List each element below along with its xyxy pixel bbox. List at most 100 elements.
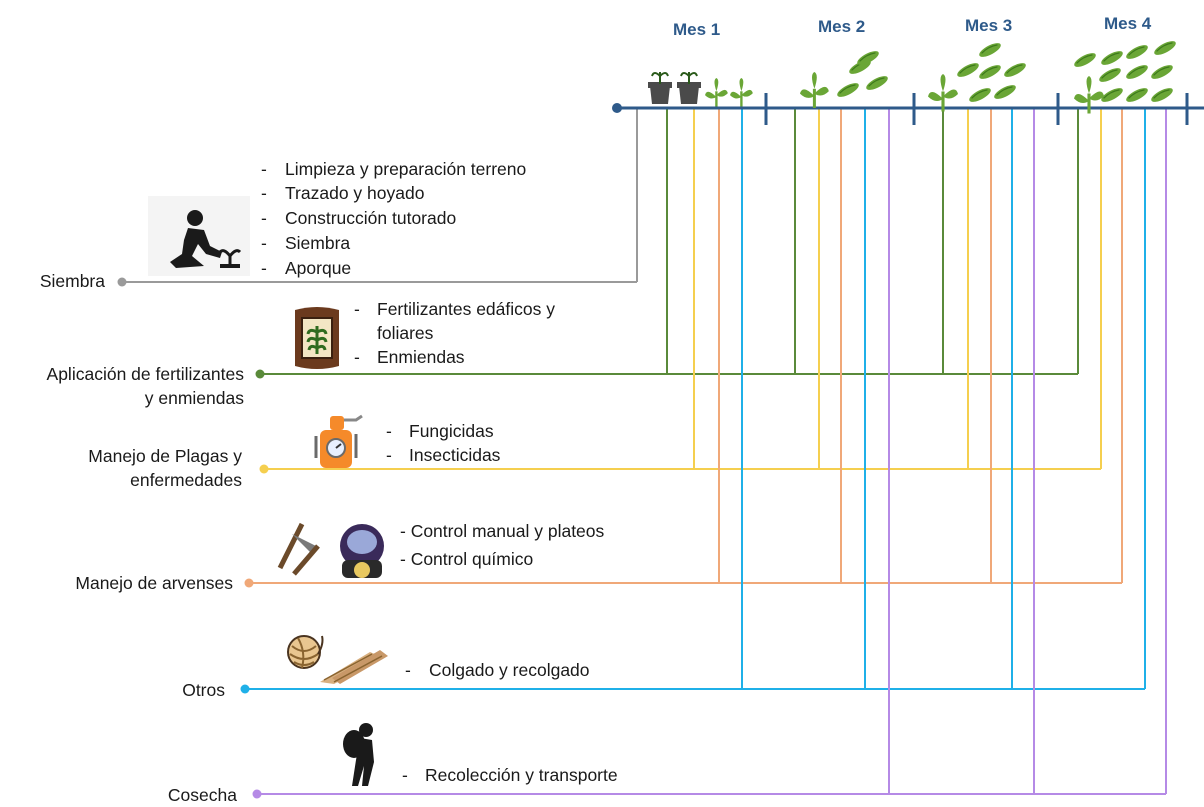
- pod-shape: [1151, 65, 1173, 79]
- pod-line: [1103, 89, 1120, 99]
- task-bullet: -: [354, 347, 360, 367]
- pot-body: [650, 86, 670, 104]
- activity-connectors: [117, 108, 1167, 799]
- pod-line: [859, 52, 876, 62]
- task-item: Aporque: [285, 258, 352, 278]
- pot-body: [679, 86, 699, 104]
- bean-pod-icon: [1004, 63, 1026, 77]
- pod-shape: [1004, 63, 1026, 77]
- pot-rim: [677, 82, 701, 88]
- category-dot: [252, 789, 262, 799]
- pod-line: [1153, 66, 1170, 76]
- sprout-icon: [1074, 76, 1104, 114]
- bean-pod-icon: [979, 43, 1001, 57]
- task-bullet: -: [261, 208, 267, 228]
- pod-shape: [1126, 88, 1148, 102]
- kneeling-planter-icon: [148, 196, 250, 276]
- pot-sprout: [651, 72, 669, 84]
- pod-line: [839, 84, 856, 94]
- pod-line: [1156, 42, 1173, 52]
- month-label: Mes 1: [673, 20, 721, 39]
- task-bullet: -: [261, 233, 267, 253]
- pod-line: [959, 64, 976, 74]
- task-item: Limpieza y preparación terreno: [285, 159, 527, 179]
- task-item: - Control manual y plateos: [400, 521, 605, 541]
- pod-shape: [1154, 41, 1176, 55]
- sprout-leaf: [741, 89, 753, 97]
- task-bullet: -: [405, 660, 411, 680]
- sprout-leaf: [705, 91, 717, 99]
- pod-shape: [1074, 53, 1096, 67]
- category-label-plagas-line2: enfermedades: [130, 470, 242, 490]
- harvester-with-sack-icon: [343, 723, 374, 786]
- sprout-icon: [730, 78, 753, 107]
- month-label: Mes 3: [965, 16, 1013, 35]
- task-bullet: -: [386, 445, 392, 465]
- sprout-leaf: [1086, 76, 1092, 94]
- sprout-leaf: [739, 78, 744, 92]
- pod-line: [1128, 46, 1145, 56]
- sprout-leaf: [714, 78, 719, 92]
- seedling-in-pot-icon: [677, 72, 701, 104]
- pod-line: [971, 89, 988, 99]
- pod-line: [1128, 89, 1145, 99]
- category-dot: [240, 684, 250, 694]
- pod-shape: [1101, 51, 1123, 65]
- pod-shape: [979, 65, 1001, 79]
- timeline-axis: [612, 93, 1204, 125]
- month-label: Mes 2: [818, 17, 866, 36]
- pod-shape: [1126, 45, 1148, 59]
- bean-pod-icon: [857, 51, 879, 65]
- sprout-leaf: [716, 89, 728, 97]
- pod-line: [1103, 52, 1120, 62]
- task-item: Fungicidas: [409, 421, 494, 441]
- bean-pod-icon: [1101, 88, 1123, 102]
- sprayer-icon: [314, 414, 363, 468]
- bean-pod-icon: [1126, 88, 1148, 102]
- pod-line: [981, 66, 998, 76]
- bean-pod-icon: [1099, 68, 1121, 82]
- pod-shape: [1151, 88, 1173, 102]
- bean-pod-icon: [994, 85, 1016, 99]
- hoe-and-gas-mask-icon: [277, 522, 384, 578]
- task-item: Siembra: [285, 233, 351, 253]
- bean-pod-icon: [979, 65, 1001, 79]
- pod-shape: [994, 85, 1016, 99]
- task-bullet: -: [386, 421, 392, 441]
- task-item: Recolección y transporte: [425, 765, 618, 785]
- task-item: Construcción tutorado: [285, 208, 457, 228]
- twine-and-wood-icon: [287, 635, 388, 684]
- pod-shape: [969, 88, 991, 102]
- pod-shape: [957, 63, 979, 77]
- category-dot: [244, 578, 254, 588]
- sprout-leaf: [1089, 91, 1104, 101]
- sprout-leaf: [812, 72, 817, 89]
- task-item: Colgado y recolgado: [429, 660, 590, 680]
- sprout-leaf: [1074, 94, 1089, 103]
- sprout-icon: [705, 78, 728, 107]
- task-item: Fertilizantes edáficos y: [377, 299, 555, 319]
- bean-pod-icon: [969, 88, 991, 102]
- category-dot: [255, 369, 265, 379]
- sprout-leaf: [730, 91, 742, 99]
- pod-shape: [866, 76, 888, 90]
- category-label-fertilizantes-line2: y enmiendas: [144, 388, 244, 408]
- month-label: Mes 4: [1104, 14, 1152, 33]
- sprout-leaf: [928, 92, 943, 101]
- task-bullet: -: [354, 299, 360, 319]
- task-item: Trazado y hoyado: [285, 183, 425, 203]
- bean-pod-icon: [1101, 51, 1123, 65]
- sprout-leaf: [814, 86, 829, 96]
- task-bullet: -: [261, 159, 267, 179]
- pod-line: [1153, 89, 1170, 99]
- sprout-icon: [800, 72, 829, 109]
- pod-shape: [837, 83, 859, 97]
- category-label-plagas-line1: Manejo de Plagas y: [88, 446, 242, 466]
- bean-pod-icon: [866, 76, 888, 90]
- pod-line: [996, 86, 1013, 96]
- pod-line: [1006, 64, 1023, 74]
- category-dot: [259, 464, 269, 474]
- pod-shape: [1099, 68, 1121, 82]
- seedling-in-pot-icon: [648, 72, 672, 104]
- category-label-cosecha: Cosecha: [167, 785, 237, 805]
